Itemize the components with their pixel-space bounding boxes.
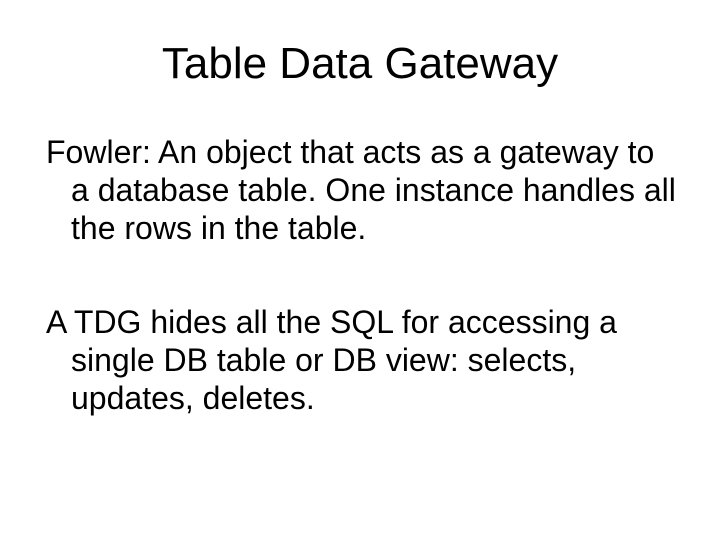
- paragraph-fowler-definition: Fowler: An object that acts as a gateway…: [46, 134, 676, 246]
- paragraph-tdg-description: A TDG hides all the SQL for accessing a …: [46, 304, 617, 416]
- slide-title: Table Data Gateway: [161, 39, 559, 88]
